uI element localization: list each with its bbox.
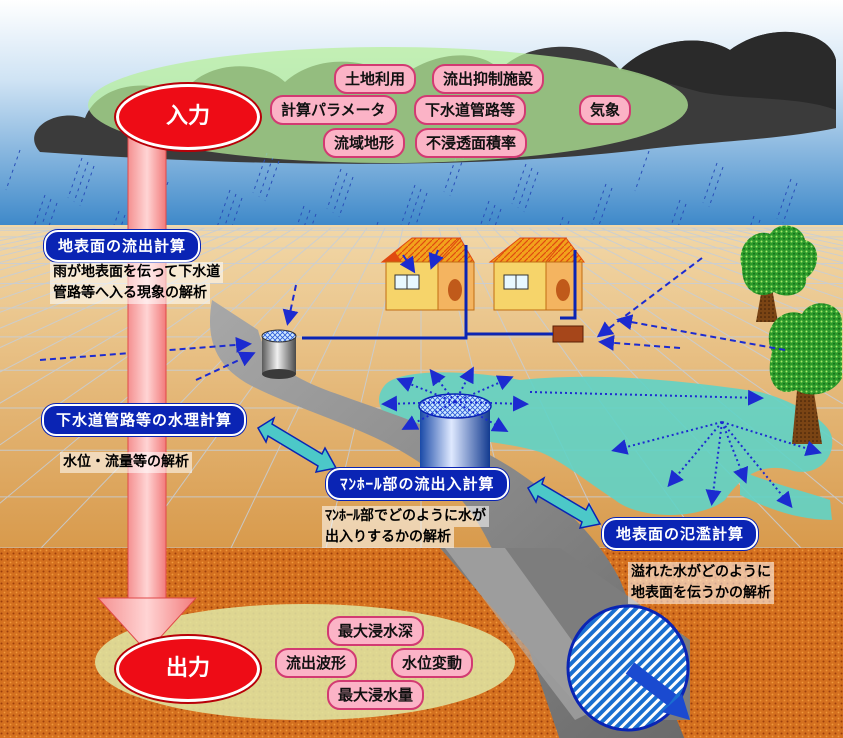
flood-area — [378, 372, 833, 515]
small-manhole — [261, 329, 297, 379]
step-sewer-hydraulic-desc: 水位・流量等の解析 — [60, 452, 192, 473]
output-item-max-volume: 最大浸水量 — [327, 680, 425, 710]
desc-line: ﾏﾝﾎｰﾙ部でどのように水が — [322, 506, 489, 527]
rain-streak — [79, 165, 95, 207]
grid-line — [40, 227, 350, 549]
step-manhole-title: ﾏﾝﾎｰﾙ部の流出入計算 — [326, 468, 509, 500]
rain-streak — [517, 167, 533, 209]
output-item-hydrograph: 流出波形 — [275, 648, 358, 678]
rain-streak — [5, 149, 21, 191]
rain-streak — [400, 184, 416, 226]
step-surface-runoff-title: 地表面の流出計算 — [44, 230, 201, 262]
house-right — [466, 237, 585, 343]
rain-streak — [634, 150, 650, 192]
tree-top — [740, 225, 818, 322]
house-left — [302, 237, 475, 340]
grid-line — [135, 227, 368, 549]
input-item-runoff-control: 流出抑制施設 — [432, 64, 545, 94]
rain-streak — [449, 155, 465, 197]
step-overflow-desc: 溢れた水がどのように 地表面を伝うかの解析 — [628, 562, 774, 604]
input-label: 入力 — [116, 84, 260, 150]
rain-streak — [597, 187, 613, 229]
desc-line: 出入りするかの解析 — [322, 527, 454, 548]
rain-streak — [782, 182, 798, 224]
grid-line — [0, 227, 314, 446]
rain-streak — [73, 161, 89, 203]
grid-line — [528, 227, 843, 447]
rain-streak — [215, 189, 231, 231]
input-item-terrain: 流域地形 — [323, 128, 406, 158]
grid-line — [0, 227, 188, 289]
desc-line: 水位・流量等の解析 — [60, 452, 192, 473]
rain-streak — [511, 163, 527, 205]
desc-line: 管路等へ入る現象の解析 — [50, 283, 210, 304]
rain-streak — [591, 183, 607, 225]
sewer-pipe — [440, 548, 690, 732]
input-item-weather: 気象 — [579, 95, 632, 125]
process-arrow — [96, 117, 198, 653]
desc-line: 雨が地表面を伝って下水道 — [50, 262, 224, 283]
rain-streak — [708, 166, 724, 208]
rain-streak — [332, 172, 348, 214]
input-item-parameters: 計算パラメータ — [270, 95, 397, 125]
output-label: 出力 — [116, 636, 260, 702]
rain-streak — [67, 157, 83, 199]
rain-streak — [264, 160, 280, 202]
tree-bottom — [768, 303, 842, 444]
rain-streak — [702, 162, 718, 204]
overflow-arrows — [381, 366, 822, 509]
rain-streak — [338, 176, 354, 218]
step-manhole-desc: ﾏﾝﾎｰﾙ部でどのように水が 出入りするかの解析 — [322, 506, 489, 548]
desc-line: 溢れた水がどのように — [628, 562, 774, 583]
input-item-impervious-ratio: 不浸透面積率 — [415, 128, 528, 158]
rain-streak — [326, 168, 342, 210]
rain-streak — [258, 156, 274, 198]
grid-line — [582, 227, 843, 349]
grid-line — [654, 227, 843, 289]
output-item-water-level: 水位変動 — [391, 648, 474, 678]
output-item-max-depth: 最大浸水深 — [327, 616, 425, 646]
input-item-land-use: 土地利用 — [334, 64, 417, 94]
desc-line: 地表面を伝うかの解析 — [628, 583, 774, 604]
rain-streak — [252, 152, 268, 194]
rain-streak — [523, 171, 539, 213]
rain-streak — [776, 178, 792, 220]
grid-line — [600, 227, 843, 330]
step-surface-runoff-desc: 雨が地表面を伝って下水道 管路等へ入る現象の解析 — [50, 262, 224, 304]
grid-line — [564, 227, 843, 373]
step-overflow-title: 地表面の氾濫計算 — [602, 518, 759, 550]
input-item-sewer-pipes: 下水道管路等 — [414, 95, 527, 125]
step-sewer-hydraulic-title: 下水道管路等の水理計算 — [42, 404, 247, 436]
rain-streak — [406, 188, 422, 230]
